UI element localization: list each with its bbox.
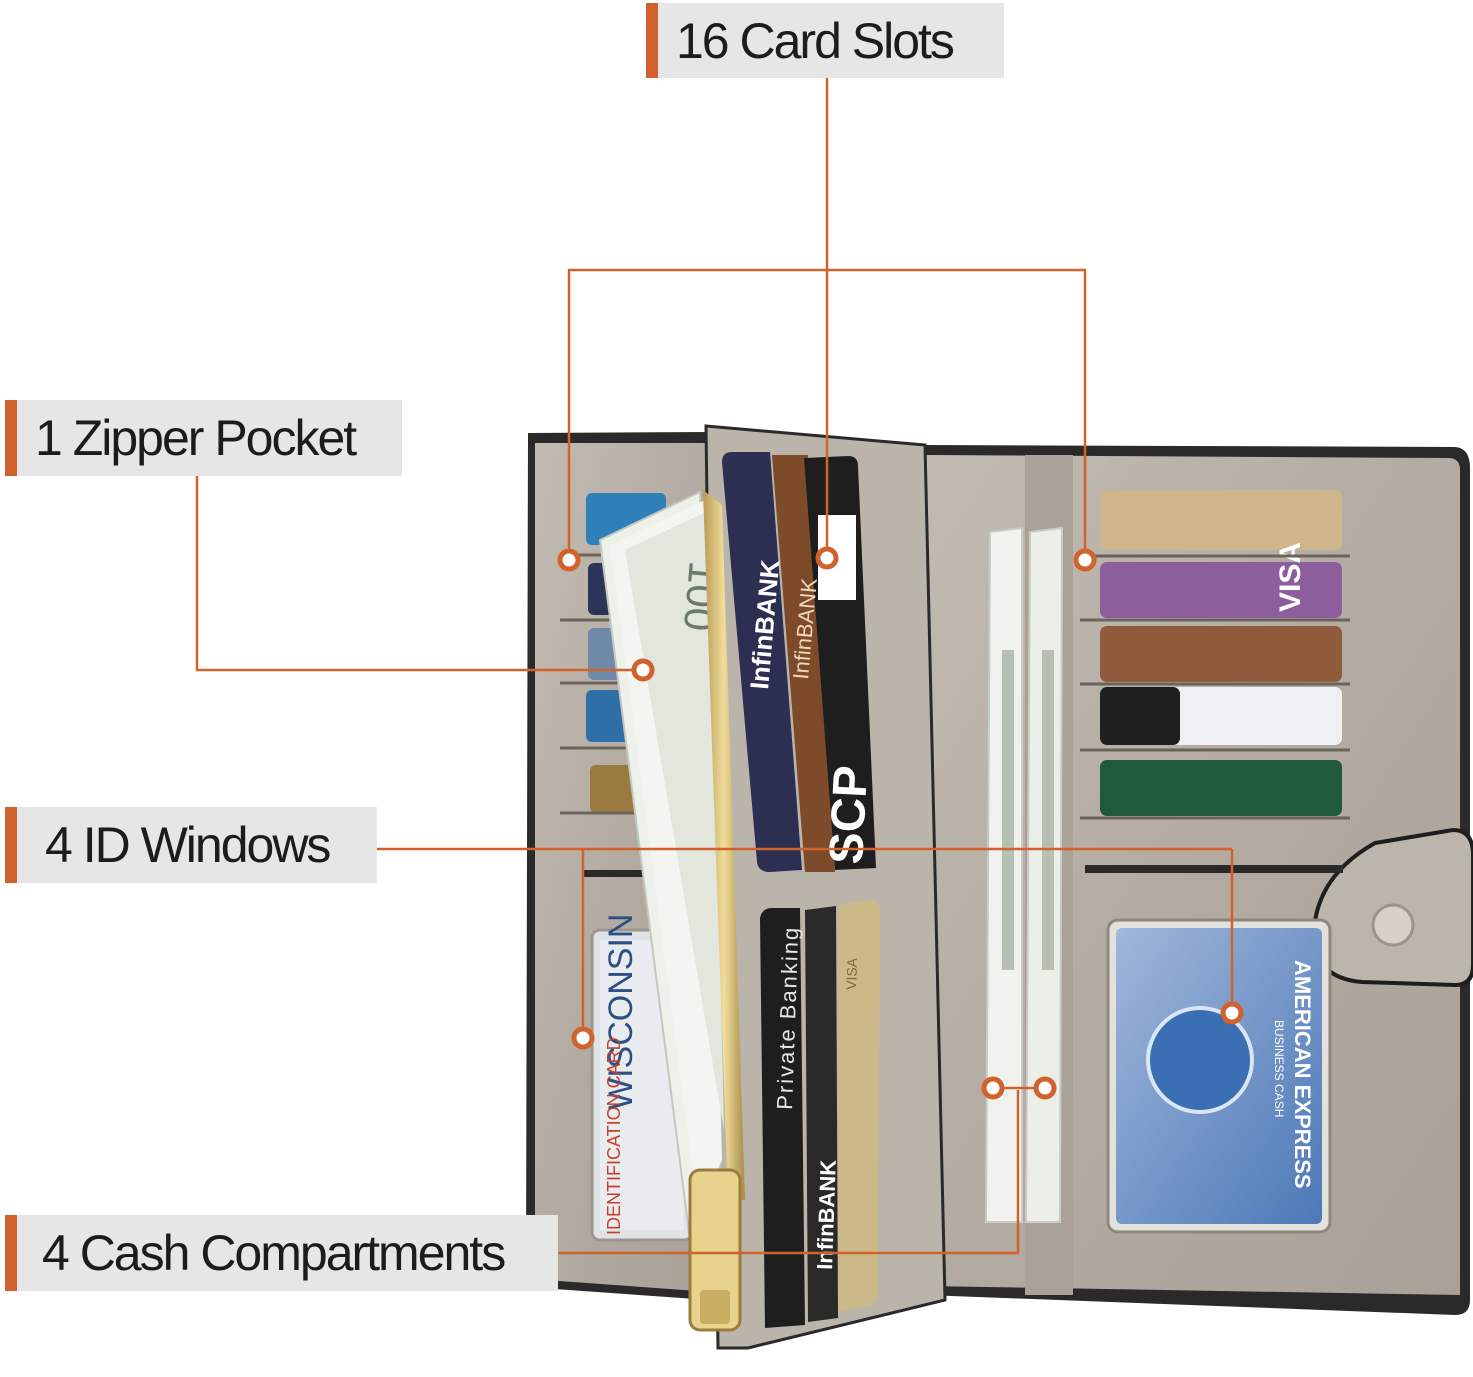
amex-id-window: AMERICAN EXPRESS BUSINESS CASH bbox=[1106, 918, 1332, 1234]
callout-cash-compartments: 4 Cash Compartments bbox=[5, 1215, 558, 1291]
right-panel-bills bbox=[984, 526, 1064, 1223]
callout-id-windows-label: 4 ID Windows bbox=[45, 817, 331, 873]
callout-accent-bar bbox=[5, 400, 17, 476]
callout-zipper-pocket-label: 1 Zipper Pocket bbox=[35, 410, 357, 466]
amex-sub-text: BUSINESS CASH bbox=[1272, 1020, 1286, 1117]
callout-accent-bar bbox=[646, 3, 658, 78]
callout-accent-bar bbox=[5, 1215, 17, 1291]
callout-cash-compartments-label: 4 Cash Compartments bbox=[42, 1225, 506, 1281]
identification-text: IDENTIFICATION CARD bbox=[604, 1037, 624, 1235]
callout-dots bbox=[557, 546, 1244, 1100]
amex-text: AMERICAN EXPRESS bbox=[1290, 960, 1315, 1189]
infinbank-lower-text: InfinBANK bbox=[812, 1159, 841, 1270]
callout-card-slots-label: 16 Card Slots bbox=[676, 12, 955, 69]
snap-button bbox=[1371, 903, 1415, 947]
right-card-slots: VISA bbox=[1080, 490, 1350, 873]
callout-accent-bar bbox=[5, 807, 17, 883]
zipper-pull bbox=[688, 1168, 742, 1332]
visa-card-text: VISA bbox=[1274, 542, 1307, 612]
zipper bbox=[688, 490, 745, 1332]
wisconsin-text: WISCONSIN bbox=[602, 914, 640, 1110]
middle-lower-cards: Private Banking InfinBANK VISA bbox=[760, 900, 880, 1328]
callout-id-windows: 4 ID Windows bbox=[5, 807, 377, 883]
scp-card-text: SCP bbox=[820, 764, 878, 865]
visa-gold-text: VISA bbox=[843, 957, 860, 990]
callout-leaders bbox=[195, 78, 1234, 1255]
callout-card-slots: 16 Card Slots bbox=[646, 3, 1004, 78]
callout-zipper-pocket: 1 Zipper Pocket bbox=[5, 400, 402, 476]
